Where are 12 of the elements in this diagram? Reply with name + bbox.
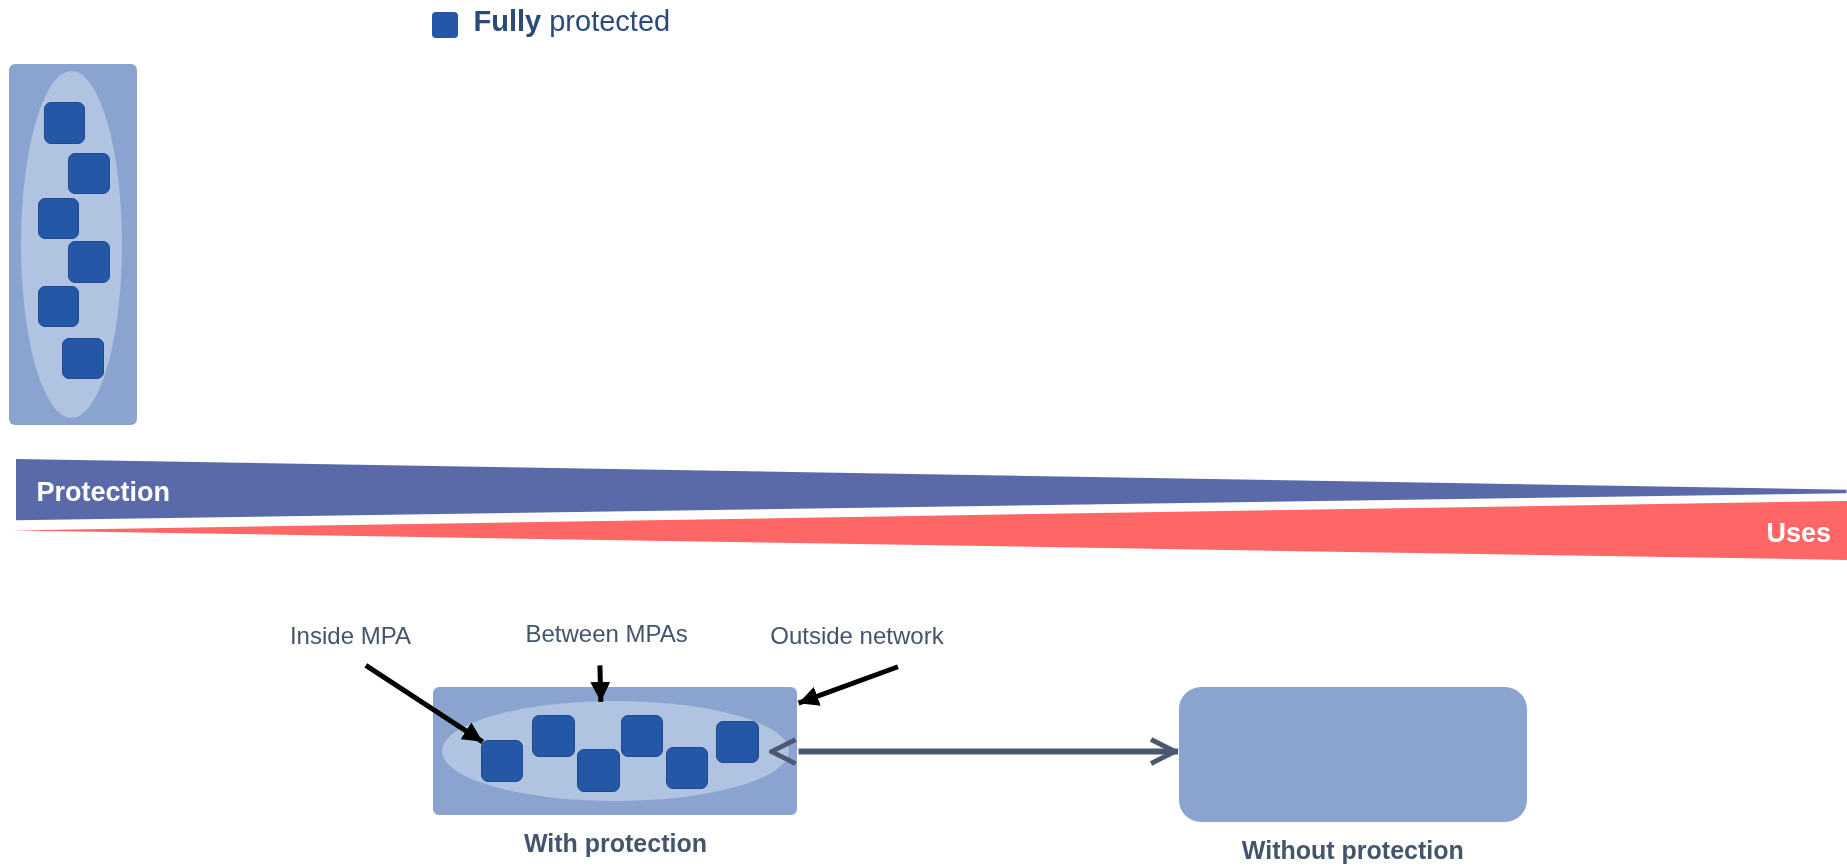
arrow bbox=[364, 663, 485, 744]
panel-caption: Without protection bbox=[1241, 836, 1464, 866]
callout-text: Outside network bbox=[769, 621, 945, 650]
panel-caption: With protection bbox=[523, 829, 707, 859]
callout-text: Between MPAs bbox=[524, 619, 689, 648]
callout-text: Inside MPA bbox=[288, 621, 412, 650]
wedge-label: Uses bbox=[1766, 517, 1831, 549]
arrow bbox=[797, 664, 899, 706]
legend-label: Fully protected bbox=[473, 4, 671, 38]
wedge-label: Protection bbox=[36, 477, 170, 509]
arrow bbox=[590, 665, 611, 702]
double-arrow bbox=[769, 737, 1179, 766]
